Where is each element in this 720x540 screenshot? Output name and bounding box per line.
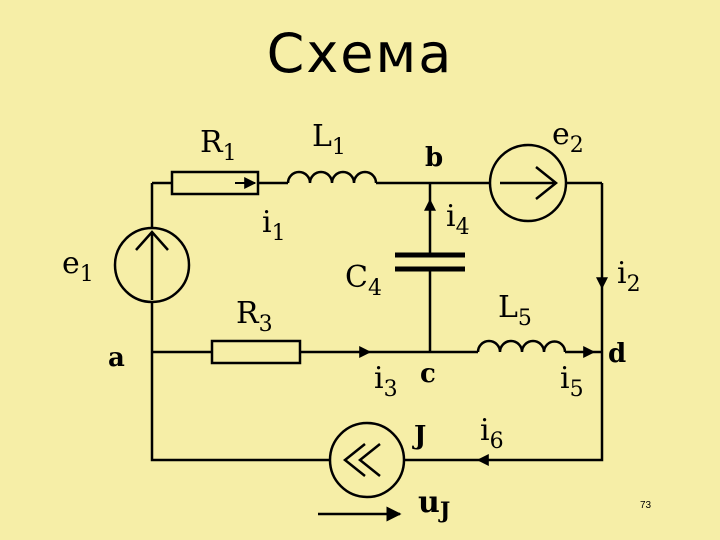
wire-left-lower [150, 300, 330, 462]
label-e1: e1 [62, 246, 94, 287]
node-label-b: b [425, 143, 443, 173]
label-i6: i6 [480, 413, 504, 454]
resistor-r3 [210, 339, 302, 365]
label-r1: R1 [200, 125, 237, 166]
wires [150, 181, 604, 462]
label-l1: L1 [312, 119, 346, 160]
label-i3: i3 [374, 361, 398, 402]
label-uj: uJ [418, 485, 450, 524]
label-i5: i5 [560, 361, 584, 402]
label-l5: L5 [498, 290, 532, 331]
current-arrows [235, 177, 608, 522]
capacitor-c4 [395, 252, 465, 272]
voltage-source-e2 [488, 143, 568, 223]
label-i1: i1 [262, 205, 286, 246]
label-i4: i4 [446, 199, 470, 240]
label-c4: C4 [345, 260, 382, 301]
label-r3: R3 [236, 296, 273, 337]
node-label-c: c [420, 359, 436, 389]
page-number: 73 [640, 500, 652, 511]
current-source-j [328, 421, 406, 499]
node-label-a: a [108, 343, 125, 373]
voltage-source-e1 [113, 226, 191, 304]
node-label-d: d [608, 339, 626, 369]
resistor-r1 [170, 170, 260, 196]
inductor-l1 [286, 170, 378, 184]
slide-title: Схема [266, 22, 454, 85]
label-j: J [412, 421, 426, 451]
label-i2: i2 [617, 256, 641, 297]
inductor-l5 [476, 339, 567, 353]
label-e2: e2 [552, 117, 584, 158]
